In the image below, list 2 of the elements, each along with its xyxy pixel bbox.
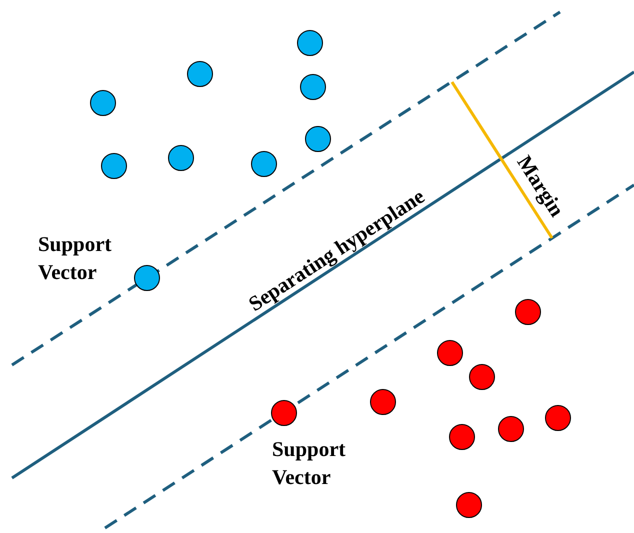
point-label: Support Vector	[38, 231, 113, 286]
point-label: Support Vector	[272, 436, 347, 491]
